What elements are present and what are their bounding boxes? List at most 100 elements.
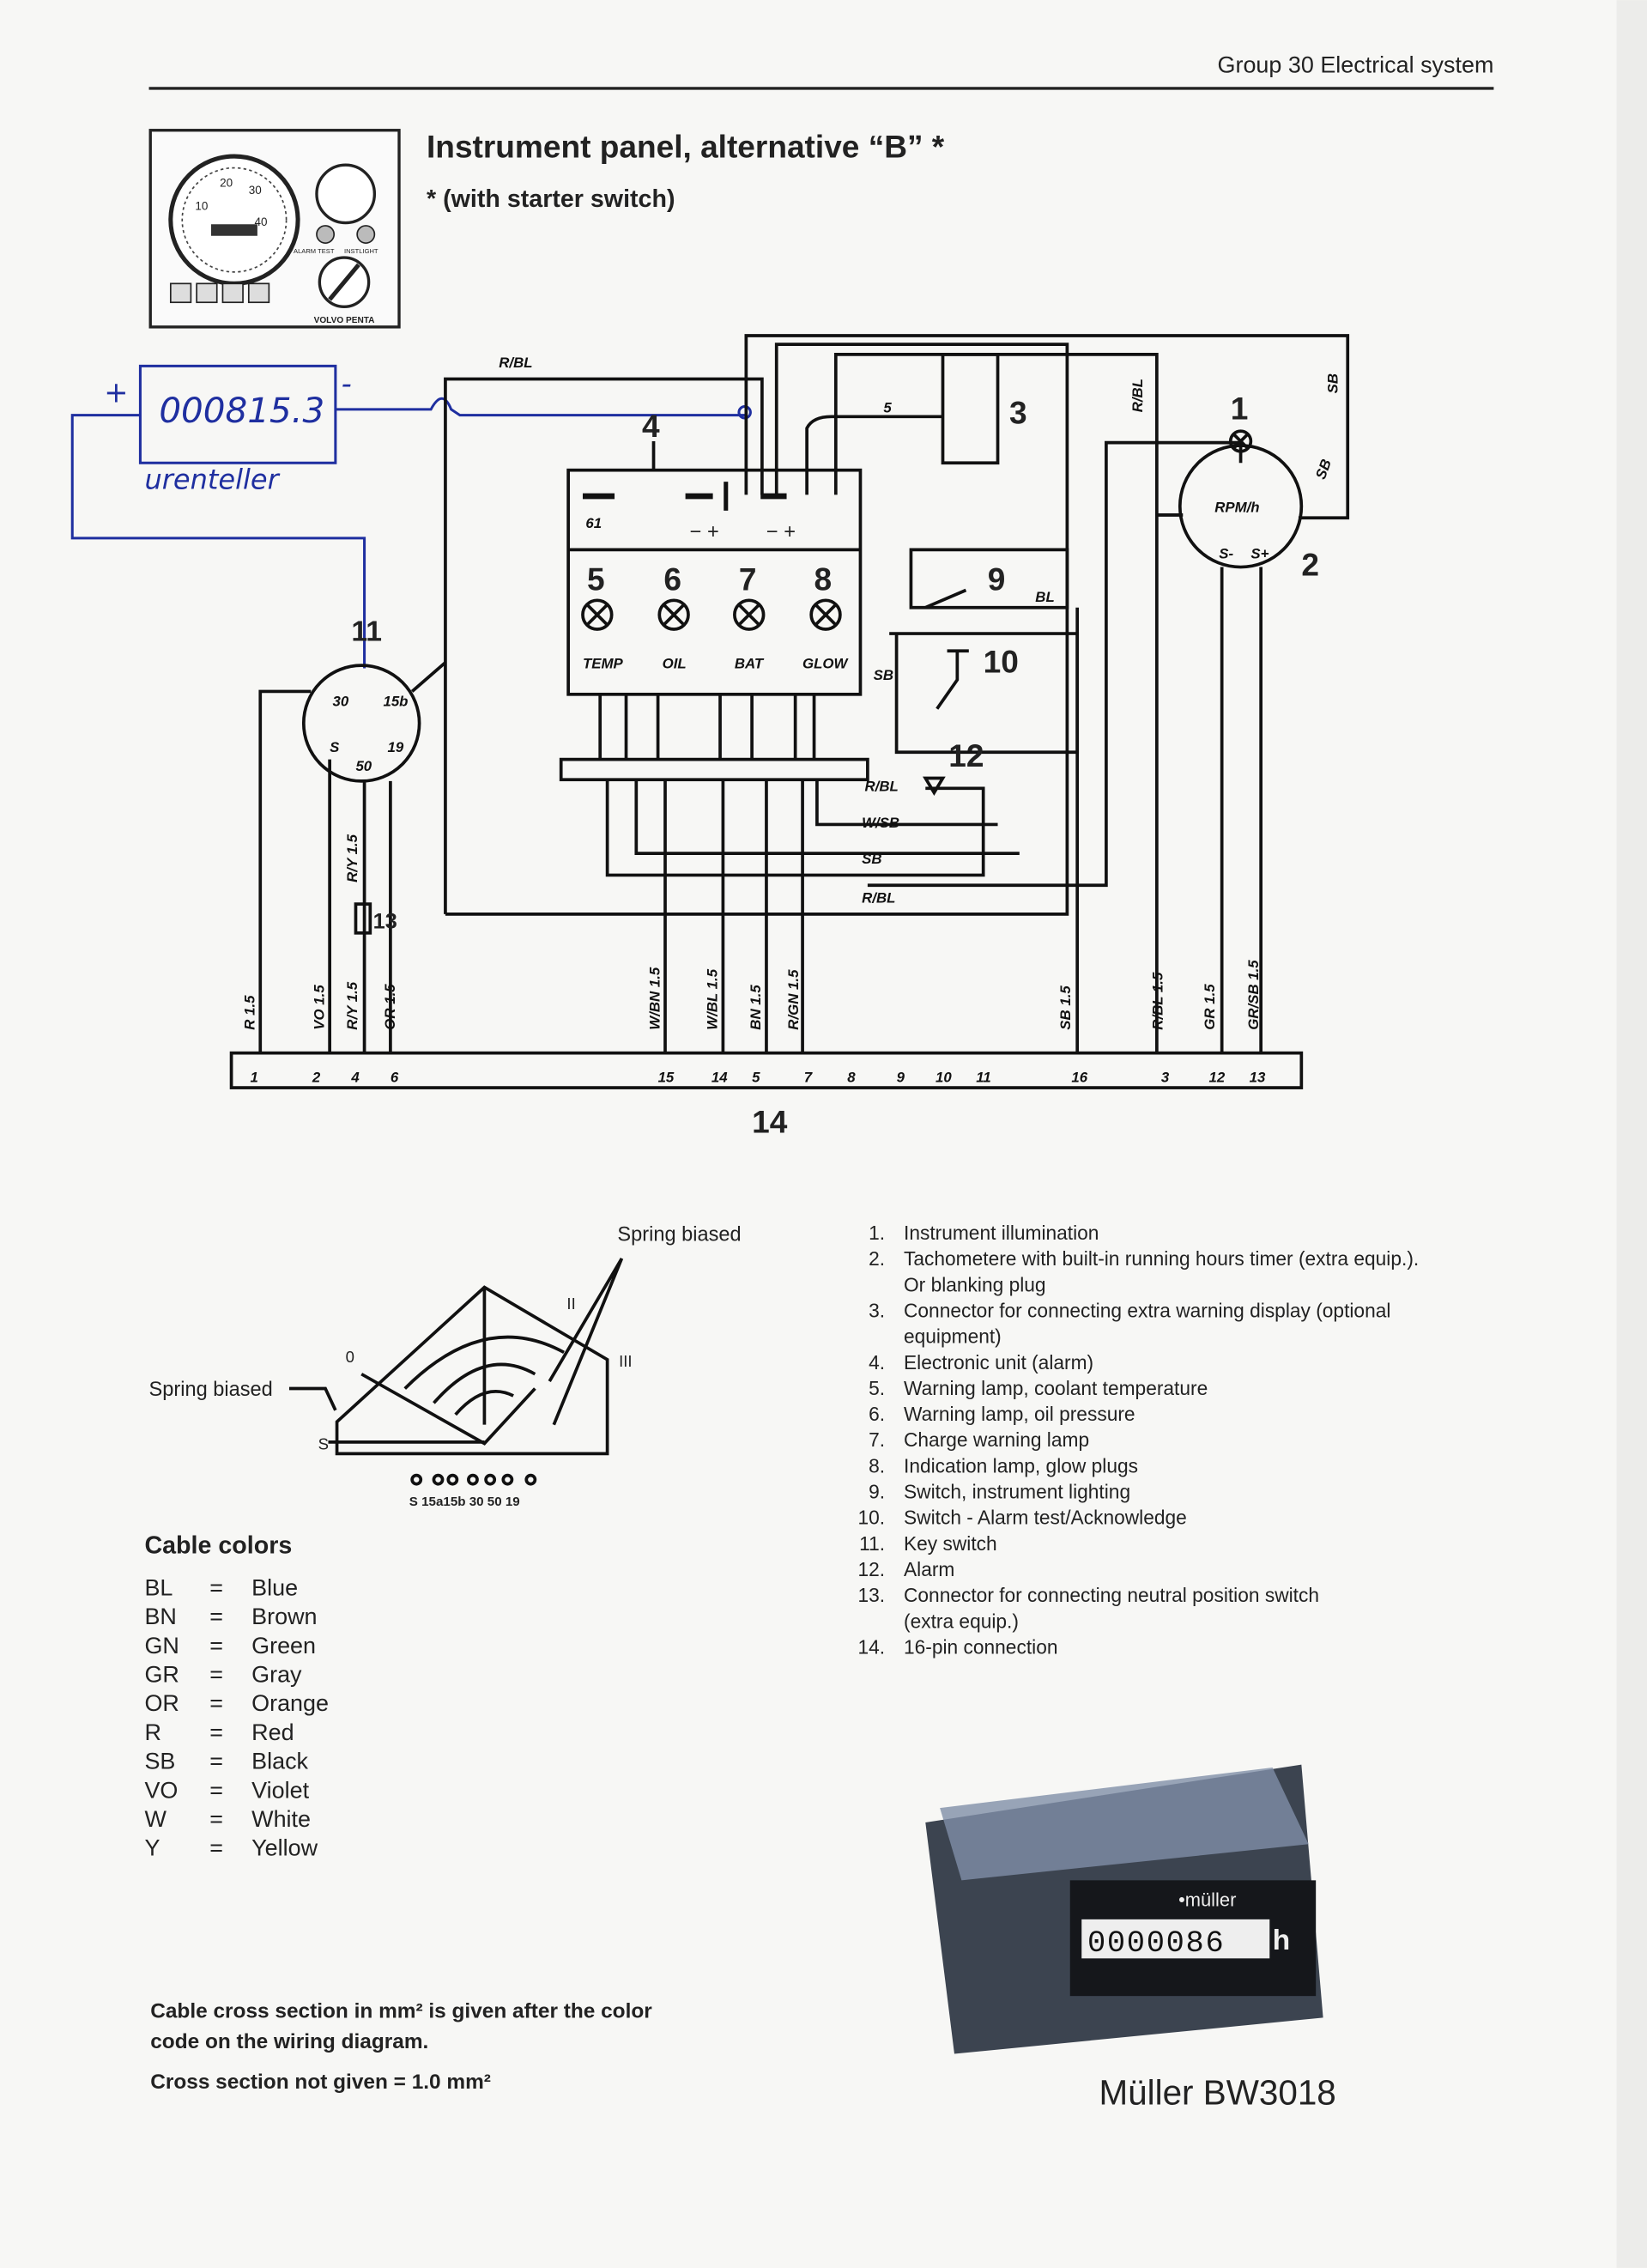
svg-text:7: 7 xyxy=(804,1069,814,1085)
legend-item-text: 9. xyxy=(869,1481,885,1503)
cable-color-eq: = xyxy=(209,1719,223,1745)
svg-text:0000086: 0000086 xyxy=(1087,1926,1225,1961)
svg-text:R 1.5: R 1.5 xyxy=(242,995,258,1030)
note-default-cross-section: Cross section not given = 1.0 mm² xyxy=(150,2071,491,2094)
svg-text:000815.3: 000815.3 xyxy=(159,390,324,431)
cable-color-eq: = xyxy=(209,1662,223,1688)
legend-item-text: 2. xyxy=(869,1247,885,1270)
cable-color-name: Yellow xyxy=(251,1835,318,1861)
cable-color-eq: = xyxy=(209,1574,223,1600)
component-legend: 1. Instrument illumination 2. Tachometere w… xyxy=(857,1222,1419,1659)
svg-text:-: - xyxy=(342,367,352,400)
svg-text:ALARM TEST: ALARM TEST xyxy=(294,247,335,255)
svg-text:1: 1 xyxy=(1231,391,1249,427)
svg-text:8: 8 xyxy=(814,561,833,597)
terminal-numbers: 1 2 4 6 15 14 5 7 8 9 10 11 16 3 12 13 xyxy=(250,1069,1266,1085)
warning-lamps: 5 6 7 8 TEMP OIL BAT GLOW xyxy=(581,561,850,671)
legend-item-text: Tachometere with built-in running hours … xyxy=(904,1247,1419,1270)
cable-color-name: Red xyxy=(251,1719,294,1745)
cable-color-name: Gray xyxy=(251,1662,302,1688)
wiring-diagram: 61 − + − + 4 3 5 R/BL 5 6 7 8 TEMP OIL B… xyxy=(229,334,1350,1139)
legend-item-text: Warning lamp, oil pressure xyxy=(904,1403,1135,1425)
svg-text:h: h xyxy=(1273,1925,1291,1956)
svg-text:•müller: •müller xyxy=(1178,1889,1236,1911)
cable-color-code: GN xyxy=(144,1633,179,1659)
svg-text:R/Y 1.5: R/Y 1.5 xyxy=(344,981,360,1029)
cable-color-code: R xyxy=(144,1719,160,1745)
svg-text:SB: SB xyxy=(874,667,893,683)
svg-text:Spring biased: Spring biased xyxy=(617,1223,741,1246)
svg-text:30: 30 xyxy=(333,693,349,709)
svg-text:15b: 15b xyxy=(383,693,408,709)
legend-item-text: Instrument illumination xyxy=(904,1222,1099,1244)
svg-text:9: 9 xyxy=(988,561,1006,597)
svg-text:16: 16 xyxy=(1071,1069,1087,1085)
svg-text:40: 40 xyxy=(255,215,268,228)
svg-text:5: 5 xyxy=(883,399,892,415)
svg-text:BN 1.5: BN 1.5 xyxy=(748,985,764,1030)
legend-item-text: 3. xyxy=(869,1299,885,1321)
svg-text:0: 0 xyxy=(346,1348,354,1366)
legend-item-text: 13. xyxy=(857,1584,885,1606)
cable-color-eq: = xyxy=(209,1690,223,1716)
svg-text:III: III xyxy=(619,1352,632,1370)
svg-text:GR/SB 1.5: GR/SB 1.5 xyxy=(1245,960,1262,1030)
muller-hour-counter-photo: •müller 0000086 h xyxy=(925,1764,1323,2054)
svg-text:5: 5 xyxy=(587,561,605,597)
svg-text:14: 14 xyxy=(752,1103,788,1139)
legend-item-text: Warning lamp, coolant temperature xyxy=(904,1377,1208,1399)
svg-text:5: 5 xyxy=(752,1069,760,1085)
svg-text:3: 3 xyxy=(1161,1069,1170,1085)
svg-text:14: 14 xyxy=(711,1069,728,1085)
legend-item-text: 1. xyxy=(869,1222,885,1244)
handwritten-hour-counter-annotation: 000815.3 + - urenteller xyxy=(70,364,752,669)
svg-text:2: 2 xyxy=(1301,547,1319,583)
svg-text:RPM/h: RPM/h xyxy=(1214,500,1259,516)
svg-text:SB 1.5: SB 1.5 xyxy=(1057,985,1074,1030)
cable-color-code: GR xyxy=(144,1662,179,1688)
cable-color-code: Y xyxy=(144,1835,160,1861)
cable-colors-list: BL=BlueBN=BrownGN=GreenGR=GrayOR=OrangeR… xyxy=(144,1574,329,1860)
svg-text:R/BL: R/BL xyxy=(862,889,895,906)
svg-text:6: 6 xyxy=(663,561,681,597)
legend-item-text: Connector for connecting extra warning d… xyxy=(904,1299,1390,1321)
key-switch-positions-diagram: Spring biased Spring biased 0 II III S S… xyxy=(149,1223,742,1509)
legend-item-text: 6. xyxy=(869,1403,885,1425)
svg-text:61: 61 xyxy=(585,515,602,531)
cable-color-eq: = xyxy=(209,1777,223,1803)
svg-text:12: 12 xyxy=(948,737,984,773)
svg-text:INSTLIGHT: INSTLIGHT xyxy=(344,247,378,255)
svg-text:R/BL: R/BL xyxy=(1129,379,1146,412)
svg-text:19: 19 xyxy=(388,739,404,755)
cable-color-code: OR xyxy=(144,1690,179,1716)
svg-text:15: 15 xyxy=(658,1069,675,1085)
svg-text:R/GN 1.5: R/GN 1.5 xyxy=(785,969,802,1030)
svg-text:SB: SB xyxy=(862,851,881,867)
cable-color-name: Green xyxy=(251,1633,316,1659)
cable-color-code: W xyxy=(144,1806,167,1832)
cable-color-name: Blue xyxy=(251,1574,298,1600)
svg-text:R/BL 1.5: R/BL 1.5 xyxy=(1150,972,1166,1030)
svg-text:OR 1.5: OR 1.5 xyxy=(382,984,398,1030)
svg-text:Spring biased: Spring biased xyxy=(149,1378,273,1400)
svg-text:2: 2 xyxy=(312,1069,321,1085)
counter-caption: Müller BW3018 xyxy=(1099,2073,1335,2113)
svg-text:4: 4 xyxy=(350,1069,360,1085)
svg-text:+: + xyxy=(104,375,128,409)
svg-text:urenteller: urenteller xyxy=(144,464,280,496)
legend-item-text: Indication lamp, glow plugs xyxy=(904,1454,1138,1477)
cable-color-code: VO xyxy=(144,1777,178,1803)
cable-color-eq: = xyxy=(209,1633,223,1659)
svg-text:7: 7 xyxy=(739,561,757,597)
cable-color-name: Black xyxy=(251,1749,308,1774)
cable-color-eq: = xyxy=(209,1604,223,1629)
page-subtitle: * (with starter switch) xyxy=(427,185,675,213)
cable-color-name: Orange xyxy=(251,1690,329,1716)
legend-item-text: 8. xyxy=(869,1454,885,1477)
svg-text:W/BL 1.5: W/BL 1.5 xyxy=(705,968,721,1029)
svg-text:TEMP: TEMP xyxy=(583,655,624,671)
svg-text:30: 30 xyxy=(249,184,262,197)
svg-text:8: 8 xyxy=(847,1069,856,1085)
svg-text:10: 10 xyxy=(936,1069,952,1085)
svg-text:S: S xyxy=(330,739,340,755)
